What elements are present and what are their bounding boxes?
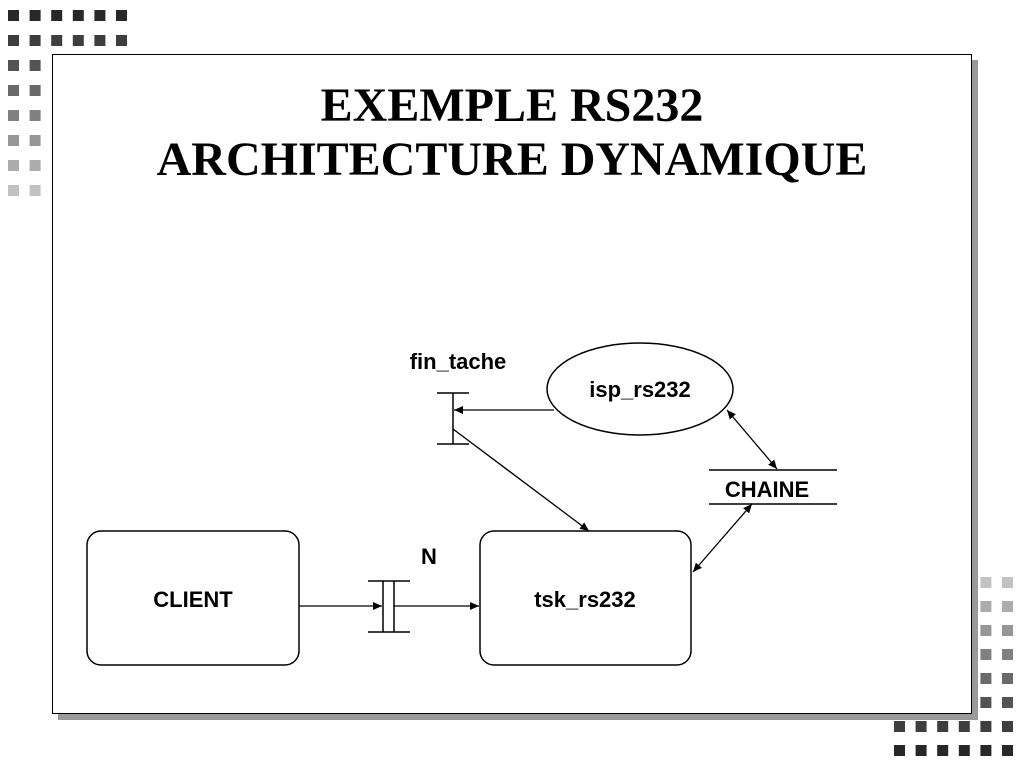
slide-title: EXEMPLE RS232 ARCHITECTURE DYNAMIQUE: [53, 79, 971, 187]
decorative-square: [1002, 721, 1013, 732]
decorative-square: [29, 60, 41, 71]
decorative-square: [51, 10, 63, 21]
decorative-square: [915, 745, 927, 756]
decorative-square: [1002, 601, 1013, 612]
decorative-square: [1002, 673, 1013, 684]
decorative-square: [980, 721, 992, 732]
decorative-square: [8, 185, 19, 196]
decorative-square: [958, 745, 970, 756]
queue-n-label: N: [421, 544, 437, 569]
decorative-square: [1002, 745, 1013, 756]
tsk-rs232-box: [479, 530, 692, 666]
isp-rs232-label: isp_rs232: [589, 377, 691, 402]
decorative-square: [29, 185, 41, 196]
arrow-fin-tache-to-tsk: [452, 428, 590, 532]
decorative-square: [94, 35, 106, 46]
decorative-square: [915, 721, 927, 732]
decorative-square: [980, 625, 992, 636]
fin-tache-label: fin_tache: [410, 349, 507, 374]
decorative-square: [8, 110, 19, 121]
decorative-square: [29, 35, 41, 46]
decorative-square: [1002, 625, 1013, 636]
chaine-label: CHAINE: [725, 477, 809, 502]
title-line-2: ARCHITECTURE DYNAMIQUE: [156, 133, 868, 186]
decorative-square: [958, 721, 970, 732]
decorative-square: [980, 577, 992, 588]
decorative-square: [29, 135, 41, 146]
slide-frame: EXEMPLE RS232 ARCHITECTURE DYNAMIQUE CLI…: [52, 54, 972, 714]
decorative-square: [937, 745, 949, 756]
decorative-square: [1002, 577, 1013, 588]
decorative-square: [980, 673, 992, 684]
decorative-square: [980, 697, 992, 708]
decorative-square: [894, 721, 905, 732]
decorative-square: [8, 85, 19, 96]
decorative-square: [8, 160, 19, 171]
decorative-square: [72, 10, 84, 21]
decorative-square: [1002, 649, 1013, 660]
client-label: CLIENT: [153, 587, 233, 612]
decorative-square: [8, 35, 19, 46]
decorative-square: [72, 35, 84, 46]
decorative-square: [29, 110, 41, 121]
title-line-1: EXEMPLE RS232: [320, 79, 704, 132]
decorative-square: [980, 745, 992, 756]
decorative-square: [29, 85, 41, 96]
client-box: [86, 530, 300, 666]
decorative-square: [980, 601, 992, 612]
arrow-chaine-tsk-bidirectional: [692, 503, 753, 573]
decorative-square: [94, 10, 106, 21]
arrow-isp-chaine-bidirectional: [726, 409, 778, 470]
tsk-rs232-label: tsk_rs232: [534, 587, 636, 612]
decorative-square: [8, 10, 19, 21]
decorative-square: [116, 35, 127, 46]
decorative-square: [8, 135, 19, 146]
decorative-square: [8, 60, 19, 71]
decorative-square: [29, 160, 41, 171]
decorative-square: [980, 649, 992, 660]
architecture-diagram: CLIENT tsk_rs232 isp_rs232 CHAINE fin_ta…: [86, 342, 837, 666]
decorative-square: [937, 721, 949, 732]
decorative-square: [894, 745, 905, 756]
decorative-square: [51, 35, 63, 46]
decorative-square: [29, 10, 41, 21]
decorative-square: [1002, 697, 1013, 708]
decorative-square: [116, 10, 127, 21]
isp-rs232-ellipse: [546, 342, 734, 436]
